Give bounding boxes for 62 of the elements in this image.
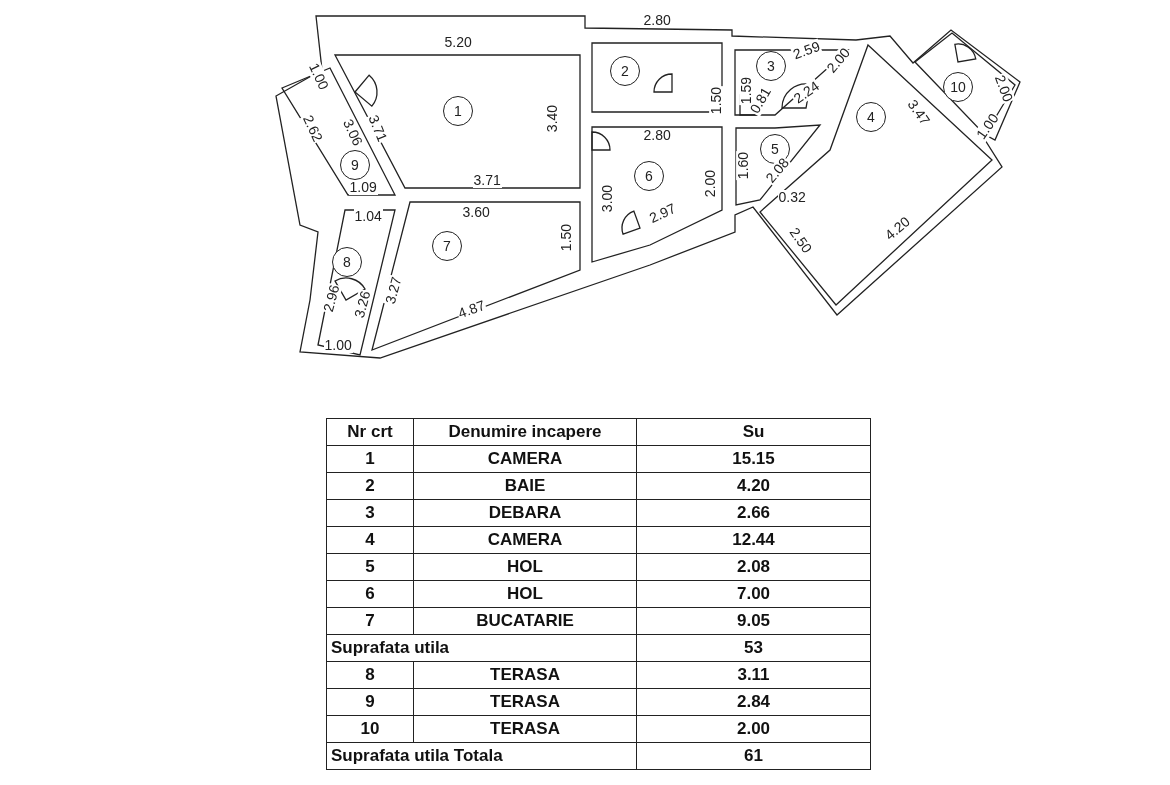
table-cell: 1 <box>326 445 414 473</box>
dimension-label: 2.80 <box>642 12 672 28</box>
dimension-label: 3.40 <box>544 103 560 133</box>
table-cell: 2.84 <box>636 688 871 716</box>
table-cell: 6 <box>326 580 414 608</box>
table-cell: Suprafata utila Totala <box>326 742 637 770</box>
room-number: 8 <box>332 247 362 277</box>
table-cell: 61 <box>636 742 871 770</box>
table-cell: 10 <box>326 715 414 743</box>
table-cell: 5 <box>326 553 414 581</box>
room-number: 3 <box>756 51 786 81</box>
dimension-label: 1.50 <box>708 85 724 115</box>
room-number: 7 <box>432 231 462 261</box>
dimension-label: 2.00 <box>702 168 718 198</box>
room-number: 1 <box>443 96 473 126</box>
dimension-label: 3.60 <box>461 204 491 220</box>
dimension-label: 5.20 <box>443 34 473 50</box>
table-cell: 7.00 <box>636 580 871 608</box>
table-cell: 4.20 <box>636 472 871 500</box>
table-cell: 3 <box>326 499 414 527</box>
dimension-label: 1.50 <box>558 222 574 252</box>
table-cell: Nr crt <box>326 418 414 446</box>
table-cell: 12.44 <box>636 526 871 554</box>
room-number: 4 <box>856 102 886 132</box>
dimension-label: 1.04 <box>353 208 383 224</box>
dimension-label: 2.96 <box>320 281 343 315</box>
table-cell: BAIE <box>413 472 637 500</box>
table-cell: 15.15 <box>636 445 871 473</box>
table-cell: HOL <box>413 553 637 581</box>
table-cell: 2.00 <box>636 715 871 743</box>
table-cell: CAMERA <box>413 445 637 473</box>
table-cell: CAMERA <box>413 526 637 554</box>
table-cell: 2.66 <box>636 499 871 527</box>
table-cell: TERASA <box>413 715 637 743</box>
dimension-label: 3.00 <box>599 183 615 213</box>
room-number: 2 <box>610 56 640 86</box>
dimension-label: 1.09 <box>348 179 378 195</box>
table-cell: TERASA <box>413 688 637 716</box>
table-cell: 53 <box>636 634 871 662</box>
table-cell: HOL <box>413 580 637 608</box>
table-cell: 7 <box>326 607 414 635</box>
dimension-label: 0.32 <box>777 189 807 205</box>
room-number: 9 <box>340 150 370 180</box>
table-cell: 4 <box>326 526 414 554</box>
table-cell: 8 <box>326 661 414 689</box>
room-number: 10 <box>943 72 973 102</box>
dimension-label: 2.59 <box>789 37 823 63</box>
table-cell: Su <box>636 418 871 446</box>
table-cell: 2.08 <box>636 553 871 581</box>
table-cell: 9 <box>326 688 414 716</box>
table-cell: BUCATARIE <box>413 607 637 635</box>
table-cell: 9.05 <box>636 607 871 635</box>
table-cell: 2 <box>326 472 414 500</box>
table-cell: Denumire incapere <box>413 418 637 446</box>
room-number: 6 <box>634 161 664 191</box>
dimension-label: 3.71 <box>472 172 502 188</box>
table-cell: Suprafata utila <box>326 634 637 662</box>
table-cell: 3.11 <box>636 661 871 689</box>
dimension-label: 1.00 <box>323 337 353 353</box>
table-cell: DEBARA <box>413 499 637 527</box>
dimension-label: 1.59 <box>738 75 754 105</box>
table-cell: TERASA <box>413 661 637 689</box>
